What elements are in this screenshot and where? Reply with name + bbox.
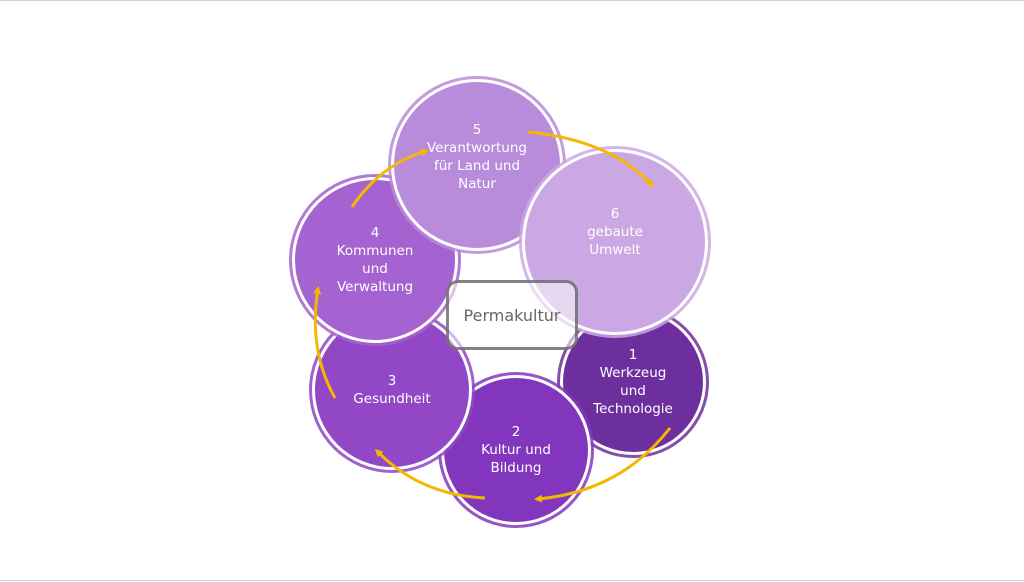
node-2-circle — [438, 372, 594, 528]
arrow-1-to-2 — [534, 427, 672, 503]
node-text-line: Kultur und — [481, 442, 551, 458]
bottom-border — [0, 580, 1024, 581]
node-text-line: Technologie — [593, 401, 673, 417]
node-number: 2 — [511, 424, 521, 440]
node-text-line: und — [362, 261, 388, 277]
arrow-4-to-5 — [350, 148, 429, 208]
node-text-line: Bildung — [490, 460, 542, 476]
node-5-circle — [388, 76, 566, 254]
node-number: 3 — [387, 373, 397, 389]
node-text-line: Gesundheit — [353, 391, 431, 407]
arrow-3-to-4 — [313, 286, 337, 399]
arrow-2-to-3 — [374, 448, 486, 500]
node-text-line: Natur — [458, 176, 496, 192]
node-text-line: und — [620, 383, 646, 399]
node-text-line: Verwaltung — [336, 279, 414, 295]
node-number: 4 — [370, 225, 380, 241]
node-number: 1 — [628, 347, 638, 363]
node-text-line: gebaute — [587, 224, 643, 240]
node-text-line: Werkzeug — [599, 365, 667, 381]
node-number: 5 — [472, 122, 482, 138]
top-border — [0, 0, 1024, 1]
node-text-line: für Land und — [433, 158, 521, 174]
center-permakultur-box: Permakultur — [446, 280, 578, 350]
node-text-line: Verantwortung — [427, 140, 527, 156]
node-1-circle — [557, 306, 709, 458]
node-3-circle — [309, 307, 475, 473]
node-text-line: Kommunen — [336, 243, 414, 259]
center-label: Permakultur — [463, 305, 561, 325]
node-text-line: Umwelt — [589, 242, 641, 258]
node-number: 6 — [610, 206, 620, 222]
arrow-5-to-6 — [527, 130, 655, 188]
